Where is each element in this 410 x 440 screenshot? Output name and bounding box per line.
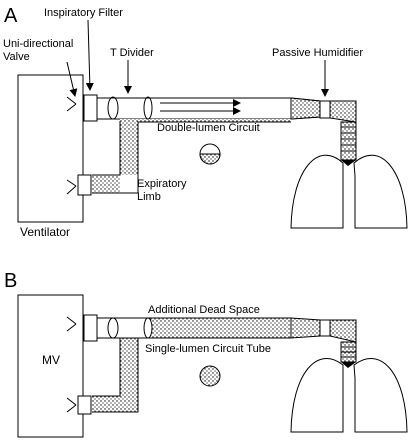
label-inspiratory-filter: Inspiratory Filter: [44, 7, 123, 19]
label-expiratory-line2: Limb: [137, 191, 161, 203]
lungs-icon: [290, 154, 408, 229]
panel-b: B MV: [4, 270, 408, 438]
inspiratory-filter-b: [83, 314, 98, 342]
mv-label: MV: [42, 353, 60, 367]
label-circuit: Double-lumen Circuit: [157, 122, 260, 134]
t-divider-ellipse: [107, 96, 119, 120]
valve-flaps-b: [66, 316, 77, 413]
mv-box: [17, 294, 84, 438]
inspiratory-tube: [92, 97, 292, 120]
valve-flaps: [66, 96, 77, 195]
expiratory-limb-b: [92, 338, 139, 413]
lungs-icon-b: [290, 358, 408, 433]
label-t-divider: T Divider: [110, 47, 154, 59]
corrugated-tube-b: [340, 341, 357, 368]
inspiratory-filter: [83, 94, 98, 122]
label-circuit-b: Single-lumen Circuit Tube: [145, 343, 271, 355]
humidifier-b: [319, 319, 331, 337]
cross-section-icon: [199, 143, 221, 165]
ventilator-label: Ventilator: [20, 225, 70, 239]
expiratory-limb: [92, 121, 139, 194]
label-dead-space: Additional Dead Space: [148, 304, 260, 316]
panel-b-letter: B: [4, 270, 17, 292]
expiratory-filter-b: [77, 395, 92, 415]
ventilator-box: [17, 74, 84, 223]
humidifier: [319, 100, 331, 119]
label-passive-humidifier: Passive Humidifier: [272, 47, 363, 59]
corrugated-tube: [340, 121, 357, 166]
label-valve-line1: Uni-directional: [3, 38, 73, 50]
connector-cone-b: [290, 317, 321, 339]
expiratory-filter: [77, 174, 92, 196]
panel-a-letter: A: [4, 5, 18, 27]
cross-section-icon-b: [199, 365, 221, 387]
label-valve-line2: Valve: [3, 51, 30, 63]
panel-a: A Ventilator: [3, 5, 408, 239]
label-expiratory-line1: Expiratory: [137, 178, 187, 190]
